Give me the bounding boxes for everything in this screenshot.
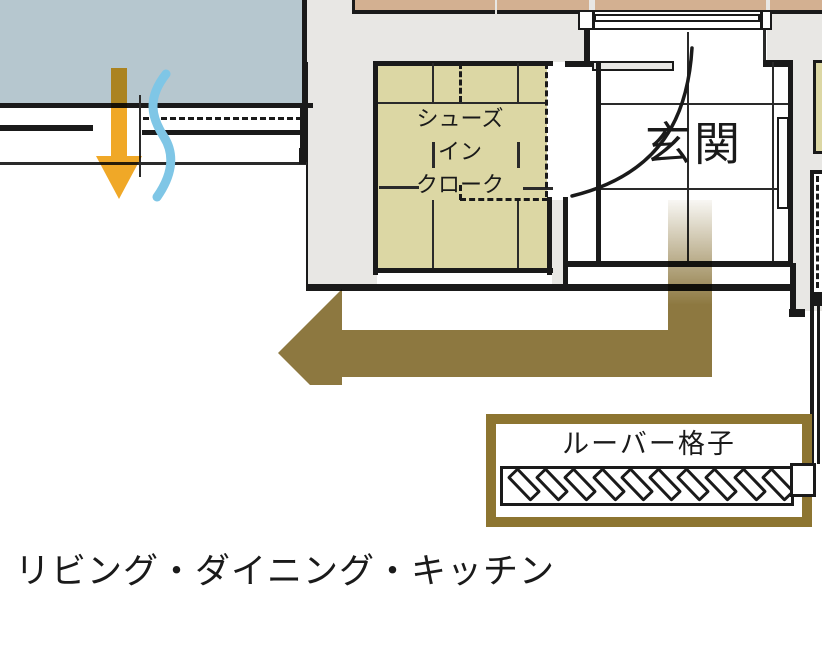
genkan-label: 玄関	[645, 119, 743, 170]
storage-dashed-line	[459, 63, 462, 102]
wall-segment	[763, 60, 793, 67]
floor-grid-line	[378, 102, 547, 104]
wall-segment	[790, 263, 796, 311]
wall-segment	[817, 306, 820, 464]
adjacent-room-sliver	[813, 60, 822, 154]
door-post	[592, 10, 595, 31]
floor-grid-line	[379, 186, 419, 189]
storage-dashed-line	[459, 185, 462, 200]
wall-segment	[789, 309, 805, 317]
floor-grid-line	[517, 200, 519, 268]
floor-grid-line	[517, 142, 520, 168]
louver-slat	[591, 467, 626, 502]
partition-dashed-line	[816, 176, 819, 288]
louver-lattice-label: ルーバー格子	[562, 429, 736, 459]
louver-slats	[503, 467, 796, 503]
shoes-cloak-label-line1: シューズ	[416, 106, 504, 131]
louver-slat	[647, 467, 683, 502]
floor-grid-line	[772, 62, 774, 262]
wall-segment	[139, 95, 141, 177]
sliding-door-dashed-rail	[143, 117, 302, 120]
closet-top-wall	[373, 61, 553, 66]
closet-bottom-wall	[373, 268, 553, 273]
genkan-side-cabinet	[777, 117, 789, 209]
sliding-door-panel	[0, 125, 93, 131]
ldk-label: リビング・ダイニング・キッチン	[15, 552, 556, 591]
wall-junction-notch	[790, 463, 816, 497]
floor-grid-line	[432, 63, 434, 102]
floor-grid-line	[432, 142, 435, 168]
louver-slat	[563, 467, 598, 502]
wall-segment	[563, 197, 568, 291]
wall-segment	[0, 162, 307, 165]
closet-right-wall	[547, 197, 552, 275]
floor-grid-line	[601, 188, 788, 190]
door-swing-arc	[570, 46, 694, 198]
wall-segment	[810, 306, 814, 464]
circulation-flow-arrow	[278, 200, 712, 385]
louver-slat	[704, 467, 739, 502]
porch-block	[352, 0, 495, 14]
louver-slat	[675, 467, 711, 502]
genkan-step-threshold	[592, 61, 674, 71]
breeze-icon	[148, 69, 176, 202]
louver-strip	[500, 466, 796, 506]
louver-slat	[506, 467, 542, 502]
genkan-left-wall	[596, 62, 601, 263]
wall-segment	[299, 148, 306, 164]
louver-slat	[619, 467, 655, 502]
exterior-gray-left-strip	[306, 62, 377, 284]
entrance-door-slab	[594, 14, 760, 22]
sliding-door-panel	[142, 130, 303, 135]
wall-segment	[565, 61, 597, 67]
corridor-gray-strip	[552, 200, 564, 284]
louver-slat	[534, 467, 570, 502]
floor-grid-line	[687, 32, 689, 262]
genkan-vestibule-floor	[589, 30, 767, 62]
door-post	[760, 10, 763, 31]
shoes-cloak-label: シューズ イン クローク	[385, 102, 535, 201]
porch-block	[770, 0, 822, 14]
genkan-right-wall	[788, 62, 793, 263]
wind-down-arrow	[96, 68, 142, 199]
floor-grid-line	[517, 63, 519, 102]
wall-segment	[300, 104, 306, 164]
wall-segment	[763, 30, 766, 62]
shoes-cloak-label-line2: イン	[437, 139, 482, 164]
porch-block	[497, 0, 589, 14]
wall-segment	[306, 284, 793, 291]
louver-slat	[732, 467, 767, 502]
wall-segment	[810, 292, 822, 306]
floor-grid-line	[601, 103, 788, 105]
floor-grid-line	[523, 187, 553, 190]
floor-grid-line	[432, 200, 434, 268]
storage-dashed-line	[460, 198, 548, 201]
wall-segment	[584, 30, 590, 64]
shoes-cloak-label-line3: クローク	[415, 172, 504, 197]
closet-left-wall	[373, 61, 378, 275]
storage-dashed-line	[545, 63, 548, 197]
